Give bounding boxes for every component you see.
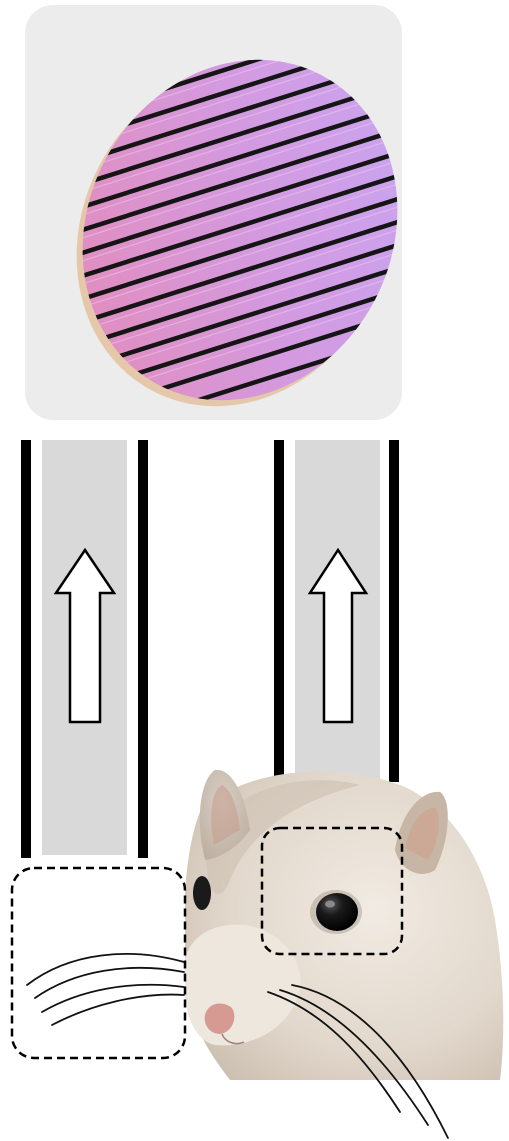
gerbil-right-whiskers xyxy=(267,984,449,1139)
gerbil-left-ear xyxy=(199,769,250,860)
right-channel-wall-right xyxy=(389,440,399,782)
left-channel-wall-outer xyxy=(21,440,31,858)
eye-region xyxy=(260,826,404,956)
right-up-arrow xyxy=(307,547,369,724)
gerbil-right-ear xyxy=(395,791,448,874)
left-channel-wall-inner xyxy=(138,440,148,858)
left-channel xyxy=(21,440,148,858)
gerbil-right-eye xyxy=(310,890,362,934)
right-channel xyxy=(274,440,399,782)
gerbil-nose xyxy=(204,1003,235,1034)
whisker-region xyxy=(10,866,187,1060)
gerbil xyxy=(183,769,504,1139)
gerbil-left-eye xyxy=(193,876,211,910)
grating-panel xyxy=(25,5,423,447)
left-up-arrow xyxy=(53,547,117,724)
whisker-lines xyxy=(26,953,185,1026)
right-channel-wall-left xyxy=(274,440,284,782)
